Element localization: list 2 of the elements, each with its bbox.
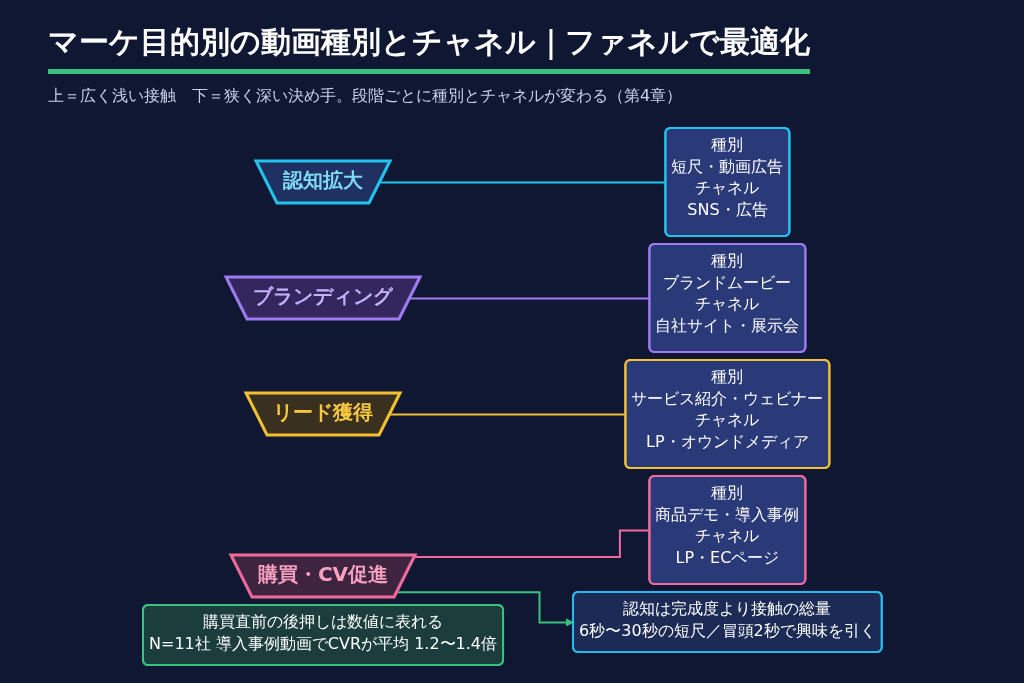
subtitle-note: 上＝広く浅い接触 下＝狭く深い決め手。段階ごとに種別とチャネルが変わる（第4章） <box>48 86 683 107</box>
title: マーケ目的別の動画種別とチャネル｜ファネルで最適化 <box>48 22 810 74</box>
